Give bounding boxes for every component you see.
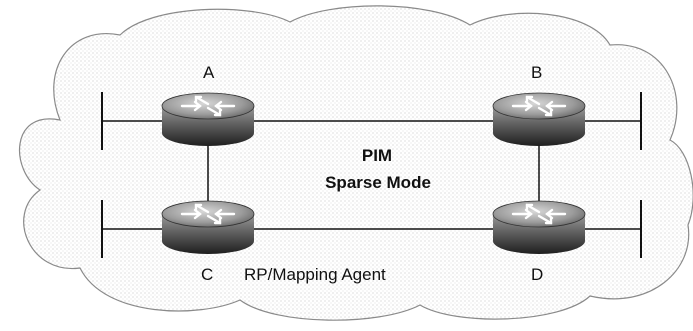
- router-d-label: D: [531, 265, 544, 284]
- cloud-label-sparse-mode: Sparse Mode: [325, 173, 431, 192]
- router-d-icon: [492, 200, 586, 254]
- router-a-label: A: [203, 63, 215, 82]
- router-a-icon: [161, 92, 255, 146]
- router-b-label: B: [531, 63, 543, 82]
- cloud-label-pim: PIM: [361, 146, 393, 165]
- rp-mapping-agent-label: RP/Mapping Agent: [244, 265, 386, 284]
- router-b-icon: [492, 92, 586, 146]
- router-c-icon: [161, 200, 255, 254]
- router-c-label: C: [201, 265, 214, 284]
